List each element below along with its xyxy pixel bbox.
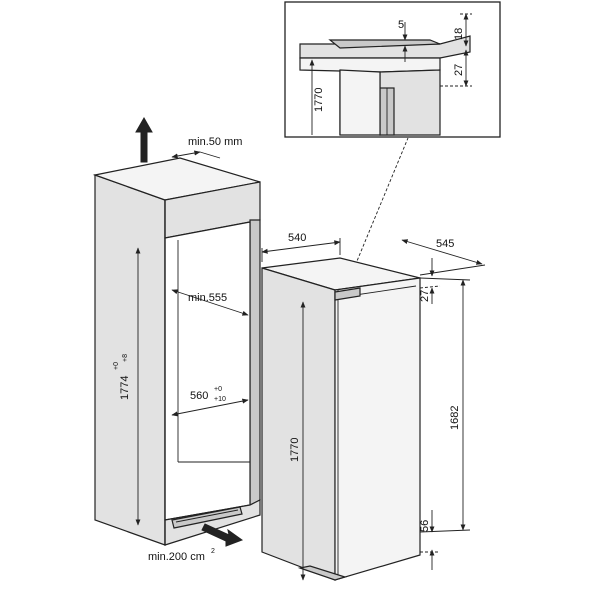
detail-niche-wall — [339, 69, 381, 136]
vent-area-label: min.200 cm — [148, 551, 205, 563]
niche-width-label: 560 — [190, 390, 208, 402]
detail-frame — [284, 1, 501, 138]
bottom-offset-label: 56 — [419, 520, 431, 532]
niche-depth-label: min.555 — [188, 292, 227, 304]
detail-dim-27: 27 — [453, 64, 465, 76]
vent-area-sup: 2 — [211, 548, 215, 555]
clearance-top-label: min.50 mm — [188, 136, 242, 148]
top-offset-label: 27 — [419, 290, 431, 302]
niche-cabinet — [92, 157, 261, 546]
detail-dim-18: 18 — [453, 28, 465, 40]
niche-height-label: 1774 — [119, 376, 131, 400]
detail-appliance-top — [299, 57, 441, 73]
detail-dim-5: 5 — [398, 19, 404, 31]
niche-right-side — [249, 219, 261, 506]
detail-inset: 5 18 27 1770 — [284, 1, 501, 138]
niche-width-tol-bottom: +10 — [214, 396, 226, 403]
appliance-door — [334, 277, 421, 581]
detail-dim-1770: 1770 — [313, 88, 325, 112]
niche-height-tol-top: +0 — [113, 362, 120, 370]
arrow-up-icon — [135, 116, 153, 163]
arrow-right-icon — [201, 523, 244, 547]
detail-top-board — [299, 35, 471, 59]
niche-height-tol-bottom: +8 — [122, 354, 129, 362]
detail-bracket — [328, 39, 441, 49]
niche-width-tol-top: +0 — [214, 386, 222, 393]
niche-left-side — [94, 174, 166, 546]
door-height-label: 1682 — [449, 406, 461, 430]
appliance-depth-label: 545 — [436, 238, 454, 250]
appliance — [261, 257, 421, 581]
detail-leader — [339, 137, 409, 303]
appliance-width-label: 540 — [288, 232, 306, 244]
appliance-left-side — [261, 267, 336, 581]
appliance-height-label: 1770 — [289, 438, 301, 462]
